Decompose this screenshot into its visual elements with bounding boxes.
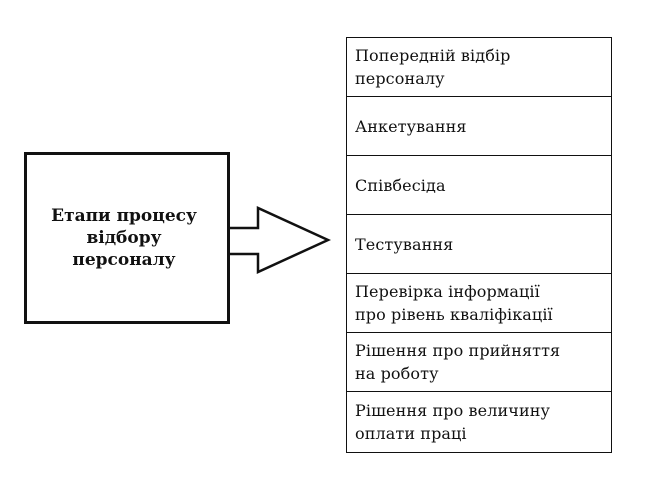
stage-hiring-decision: Рішення про прийняття на роботу — [347, 333, 611, 392]
stage-questionnaire: Анкетування — [347, 97, 611, 156]
stage-label: Тестування — [355, 234, 454, 254]
stage-label: Анкетування — [355, 116, 467, 136]
stage-label: Рішення про величину оплати праці — [355, 401, 550, 443]
stage-label: Рішення про прийняття на роботу — [355, 341, 561, 383]
stage-label: Попередній відбір персоналу — [355, 46, 511, 88]
stage-label: Співбесіда — [355, 175, 446, 195]
stage-qualification-check: Перевірка інформації про рівень кваліфік… — [347, 274, 611, 333]
stages-list: Попередній відбір персоналу Анкетування … — [346, 37, 612, 453]
stage-preliminary-selection: Попередній відбір персоналу — [347, 38, 611, 97]
stage-testing: Тестування — [347, 215, 611, 274]
stage-interview: Співбесіда — [347, 156, 611, 215]
process-stages-box: Етапи процесу відбору персоналу — [24, 152, 230, 324]
process-stages-label: Етапи процесу відбору персоналу — [51, 206, 197, 270]
stage-salary-decision: Рішення про величину оплати праці — [347, 392, 611, 452]
stage-label: Перевірка інформації про рівень кваліфік… — [355, 282, 553, 324]
